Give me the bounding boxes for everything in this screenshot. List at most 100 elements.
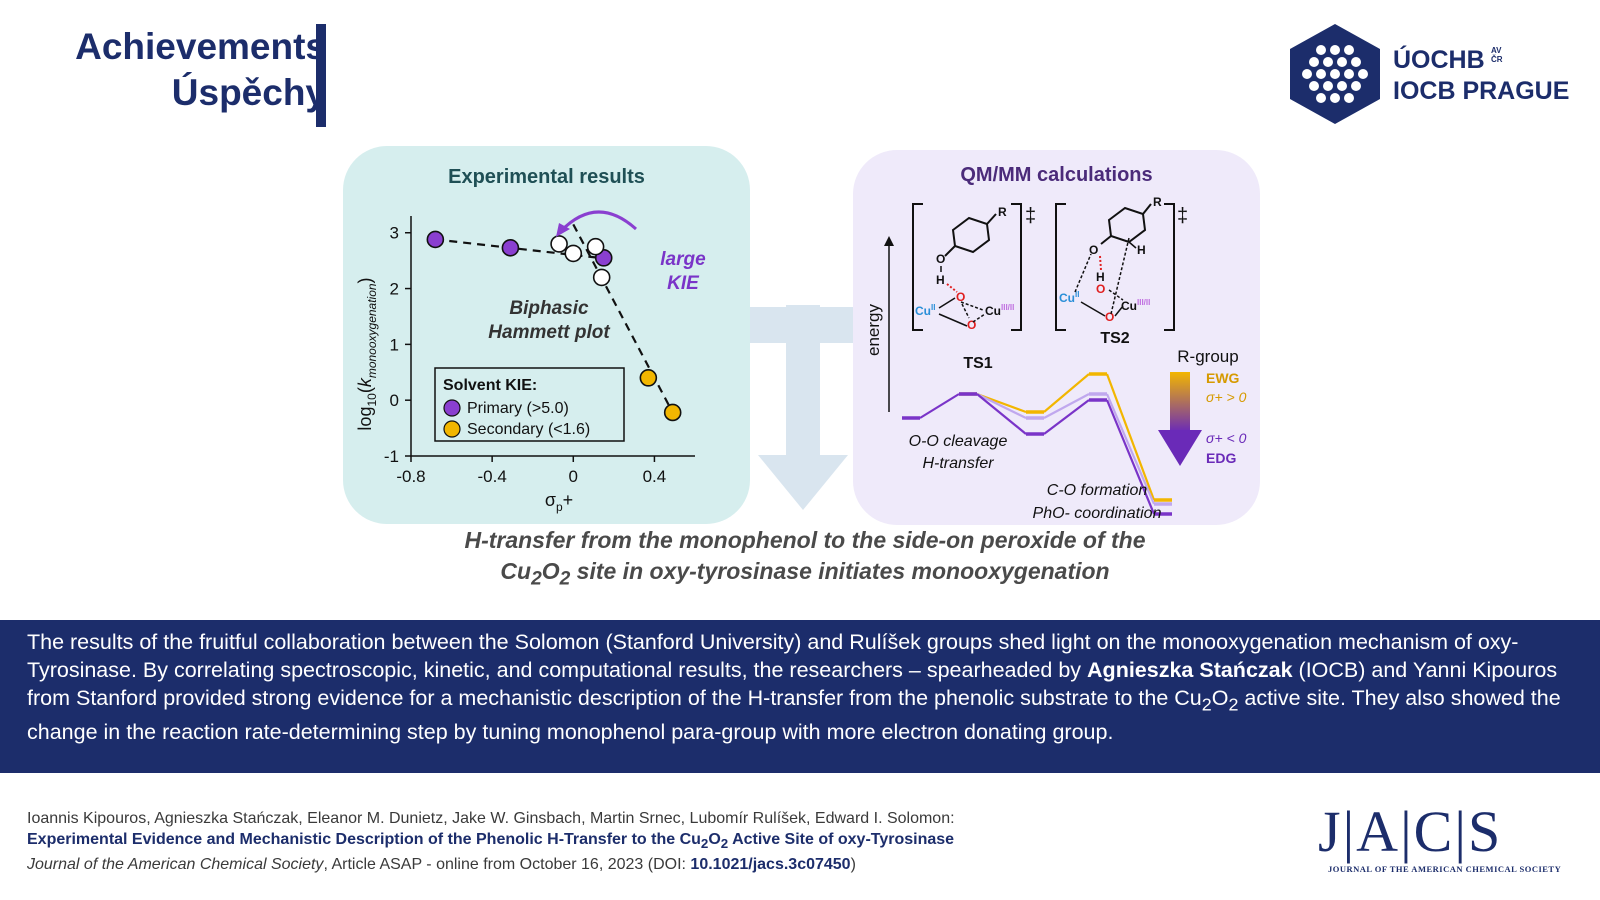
data-point (501, 239, 520, 257)
caption-cu: Cu (500, 558, 532, 584)
data-point (639, 369, 658, 387)
energy-axis-arrow-icon (884, 236, 894, 246)
summary-sub-1: 2 (1201, 694, 1212, 715)
svg-text:CuIII/II: CuIII/II (1121, 298, 1150, 313)
data-point (564, 244, 583, 263)
header: Achievements Úspěchy ÚOCHB AV ČR IOCB PR… (0, 0, 1600, 140)
label-co-formation: C-O formation (1047, 482, 1148, 499)
y-tick-label: 0 (390, 391, 399, 410)
data-point (550, 235, 568, 253)
logo-text-czech: ÚOCHB (1393, 46, 1485, 74)
jacs-subtitle: JOURNAL OF THE AMERICAN CHEMICAL SOCIETY (1328, 864, 1562, 874)
graphical-abstract: Experimental results QM/MM calculations … (0, 140, 1600, 610)
hammett-plot: -0.8 -0.4 0 0.4 -1 0 1 2 3 large KIE Biphasic Ha… (355, 210, 706, 514)
y-tick-label: -1 (384, 447, 399, 466)
data-point (592, 268, 611, 287)
caption-sub-2: 2 (559, 568, 571, 590)
summary-part-1: The results of the fruitful collaboratio… (27, 630, 1519, 682)
x-tick-label: -0.4 (477, 467, 506, 486)
logo-text-english: IOCB PRAGUE (1393, 77, 1570, 105)
svg-text:‡: ‡ (1025, 205, 1036, 227)
label-ts1: TS1 (963, 355, 992, 372)
energy-connector (1105, 393, 1156, 505)
svg-text:O: O (936, 252, 945, 266)
qmmm-panel-title: QM/MM calculations (960, 164, 1153, 186)
citation-close: ) (850, 856, 856, 874)
label-sigma-negative: σ+ < 0 (1206, 430, 1247, 446)
iocb-hexagon-icon (1290, 24, 1380, 124)
fit-line (572, 223, 674, 413)
summary-part-2: (IOCB) and Yanni Kipouros from Stanford … (27, 658, 1558, 710)
summary-sub-2: 2 (1228, 694, 1239, 715)
energy-connector (1105, 399, 1156, 515)
annotation-hammett: Hammett plot (488, 322, 610, 343)
data-point (586, 237, 605, 256)
label-sigma-positive: σ+ > 0 (1206, 389, 1247, 405)
svg-text:‡: ‡ (1177, 205, 1188, 227)
y-axis-label: log10(kmonooxygenation) (355, 277, 379, 430)
caption-line-1: H-transfer from the monophenol to the si… (464, 527, 1146, 553)
kie-arrow (559, 210, 638, 233)
highlight-author: Agnieszka Stańczak (1087, 658, 1293, 682)
svg-text:O: O (967, 318, 976, 332)
y-tick-label: 1 (390, 335, 399, 354)
citation-title-pre: Experimental Evidence and Mechanistic De… (27, 831, 701, 848)
y-tick-label: 2 (390, 280, 399, 299)
svg-text:O: O (1096, 282, 1105, 296)
x-tick-label: -0.8 (396, 467, 425, 486)
svg-text:O: O (956, 290, 965, 304)
page-title: Achievements Úspěchy (26, 24, 326, 116)
citation: Ioannis Kipouros, Agnieszka Stańczak, El… (27, 808, 1257, 875)
summary-part-4: active site. They also showed the change… (27, 686, 1561, 745)
energy-connector (1043, 399, 1090, 435)
energy-connector (1043, 373, 1090, 413)
r-group-arrow-icon (1158, 430, 1202, 466)
x-tick-label: 0 (569, 467, 578, 486)
down-arrow-icon (758, 305, 848, 510)
annotation-kie: KIE (667, 273, 700, 294)
svg-text:R: R (998, 205, 1007, 219)
title-english: Achievements (75, 26, 326, 67)
kie-arrowhead-icon (556, 223, 570, 237)
qmmm-panel: QM/MM calculations (853, 150, 1260, 525)
label-ts2: TS2 (1100, 330, 1129, 347)
y-tick-label: 3 (390, 224, 399, 243)
svg-text:H: H (1096, 270, 1105, 284)
svg-text:O: O (1105, 310, 1114, 324)
svg-text:H: H (936, 273, 945, 287)
energy-connector (976, 393, 1027, 435)
jacs-logo: J|A|C|S JOURNAL OF THE AMERICAN CHEMICAL… (1318, 800, 1580, 880)
label-edg: EDG (1206, 450, 1236, 466)
label-h-transfer: H-transfer (922, 455, 994, 472)
annotation-biphasic: Biphasic (509, 298, 589, 319)
legend-title: Solvent KIE: (443, 377, 537, 394)
svg-text:CuII: CuII (915, 303, 935, 318)
doi-link[interactable]: 10.1021/jacs.3c07450 (690, 856, 851, 874)
x-tick-label: 0.4 (643, 467, 667, 486)
svg-text:CuIII/II: CuIII/II (985, 303, 1014, 318)
citation-title-sub-1: 2 (700, 836, 709, 852)
citation-details: , Article ASAP - online from October 16,… (323, 856, 691, 874)
caption-o: O (541, 558, 560, 584)
citation-journal-line: Journal of the American Chemical Society… (27, 854, 1257, 875)
summary-part-3: O (1211, 686, 1229, 710)
r-group-arrow-shaft (1170, 372, 1190, 432)
legend-label-secondary: Secondary (<1.6) (467, 421, 590, 438)
energy-connector (919, 393, 960, 419)
x-axis-label: σp+ (545, 490, 573, 514)
label-oo-cleavage: O-O cleavage (909, 433, 1008, 450)
summary-text: The results of the fruitful collaboratio… (27, 628, 1587, 746)
svg-text:R: R (1153, 195, 1162, 209)
title-accent-bar (316, 24, 326, 127)
jacs-letters: J|A|C|S (1318, 799, 1503, 864)
label-pho-coordination: PhO- coordination (1033, 505, 1162, 522)
iocb-logo: ÚOCHB AV ČR IOCB PRAGUE (1285, 22, 1585, 126)
label-ewg: EWG (1206, 370, 1240, 386)
annotation-large: large (660, 249, 706, 270)
ts2-structure: ‡ R H O H O O CuII CuIII/II (1055, 195, 1188, 331)
legend-swatch-primary (443, 399, 461, 417)
data-point (663, 403, 682, 422)
chart-legend: Solvent KIE: Primary (>5.0) Secondary (<… (434, 367, 625, 442)
energy-connector (1043, 393, 1090, 419)
citation-title-sub-2: 2 (720, 836, 729, 852)
